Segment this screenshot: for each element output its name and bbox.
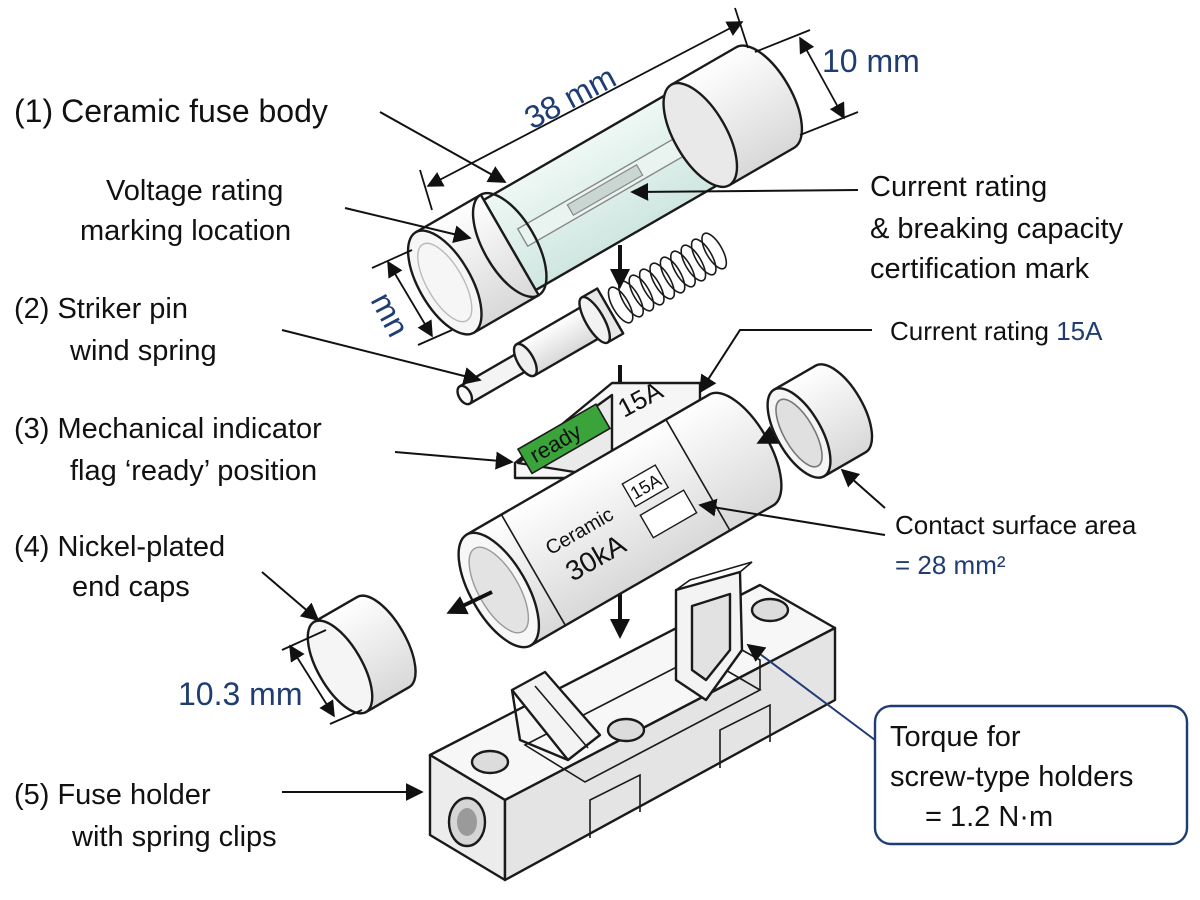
- label-current-cert-line2: & breaking capacity: [870, 213, 1124, 245]
- dimension-diameter-label: 10 mm: [822, 43, 920, 79]
- fuse-holder: [428, 561, 837, 882]
- dimension-side-label: mn: [364, 286, 417, 342]
- svg-text:(3)Mechanical indicator: (3)Mechanical indicator: [14, 413, 322, 445]
- label-holder-line1: Fuse holder: [57, 779, 210, 811]
- label-end-caps-num: (4): [14, 531, 49, 563]
- label-end-caps-line2: end caps: [72, 571, 190, 603]
- label-end-caps: (4)Nickel-plated end caps: [14, 531, 225, 603]
- label-striker: (2)Striker pin wind spring: [14, 293, 217, 367]
- label-voltage-rating-line2: marking location: [80, 215, 291, 247]
- striker-pin: [456, 287, 625, 406]
- label-striker-num: (2): [14, 293, 49, 325]
- torque-callout: Torque for screw-type holders = 1.2 N·m: [873, 704, 1189, 846]
- label-current-rating: Current rating 15A: [890, 316, 1103, 346]
- label-indicator: (3)Mechanical indicator flag ‘ready’ pos…: [14, 413, 322, 487]
- dimension-cap: 10.3 mm: [178, 629, 363, 725]
- torque-line3: = 1.2 N·m: [925, 801, 1053, 833]
- label-striker-line2: wind spring: [69, 335, 217, 367]
- svg-text:(4)Nickel-plated: (4)Nickel-plated: [14, 531, 225, 563]
- label-voltage-rating-line1: Voltage rating: [106, 175, 283, 207]
- label-voltage-rating: Voltage rating marking location: [80, 175, 291, 247]
- leader-lines: [261, 111, 886, 801]
- label-striker-line1: Striker pin: [57, 293, 188, 325]
- wind-spring: [607, 232, 728, 324]
- label-current-rating-prefix: Current rating: [890, 316, 1056, 346]
- indicator-flag: ready 15A: [513, 375, 702, 480]
- dimension-length-label: 38 mm: [518, 58, 621, 136]
- label-contact-area: Contact surface area = 28 mm²: [895, 510, 1137, 580]
- label-ceramic-body-text: Ceramic fuse body: [61, 93, 328, 129]
- main-fuse-body: Ceramic 30kA 15A: [457, 391, 783, 649]
- label-current-cert: Current rating & breaking capacity certi…: [870, 171, 1124, 285]
- svg-text:(2)Striker pin: (2)Striker pin: [14, 293, 188, 325]
- label-indicator-num: (3): [14, 413, 49, 445]
- label-indicator-line1: Mechanical indicator: [57, 413, 322, 445]
- label-holder: (5)Fuse holder with spring clips: [14, 779, 277, 853]
- svg-text:Current rating 15A: Current rating 15A: [890, 316, 1103, 346]
- end-cap-left: [306, 594, 417, 715]
- label-ceramic-body-num: (1): [14, 93, 53, 129]
- label-contact-area-line1: Contact surface area: [895, 510, 1137, 540]
- dimension-diameter: 10 mm: [754, 29, 920, 136]
- label-holder-num: (5): [14, 779, 49, 811]
- label-ceramic-body: (1)Ceramic fuse body: [14, 93, 328, 129]
- torque-line1: Torque for: [890, 721, 1021, 753]
- label-current-cert-line3: certification mark: [870, 253, 1090, 285]
- dimension-cap-label: 10.3 mm: [178, 676, 302, 712]
- label-holder-line2: with spring clips: [71, 821, 277, 853]
- label-current-cert-line1: Current rating: [870, 171, 1047, 203]
- end-cap-right: [766, 363, 874, 479]
- label-end-caps-line1: Nickel-plated: [57, 531, 225, 563]
- svg-text:(1)Ceramic fuse body: (1)Ceramic fuse body: [14, 93, 328, 129]
- label-current-rating-value: 15A: [1056, 316, 1103, 346]
- torque-line2: screw-type holders: [890, 761, 1133, 793]
- label-contact-area-line2: = 28 mm²: [895, 550, 1006, 580]
- svg-text:(5)Fuse holder: (5)Fuse holder: [14, 779, 211, 811]
- label-indicator-line2: flag ‘ready’ position: [70, 455, 317, 487]
- arrow-cap-left: [446, 590, 493, 615]
